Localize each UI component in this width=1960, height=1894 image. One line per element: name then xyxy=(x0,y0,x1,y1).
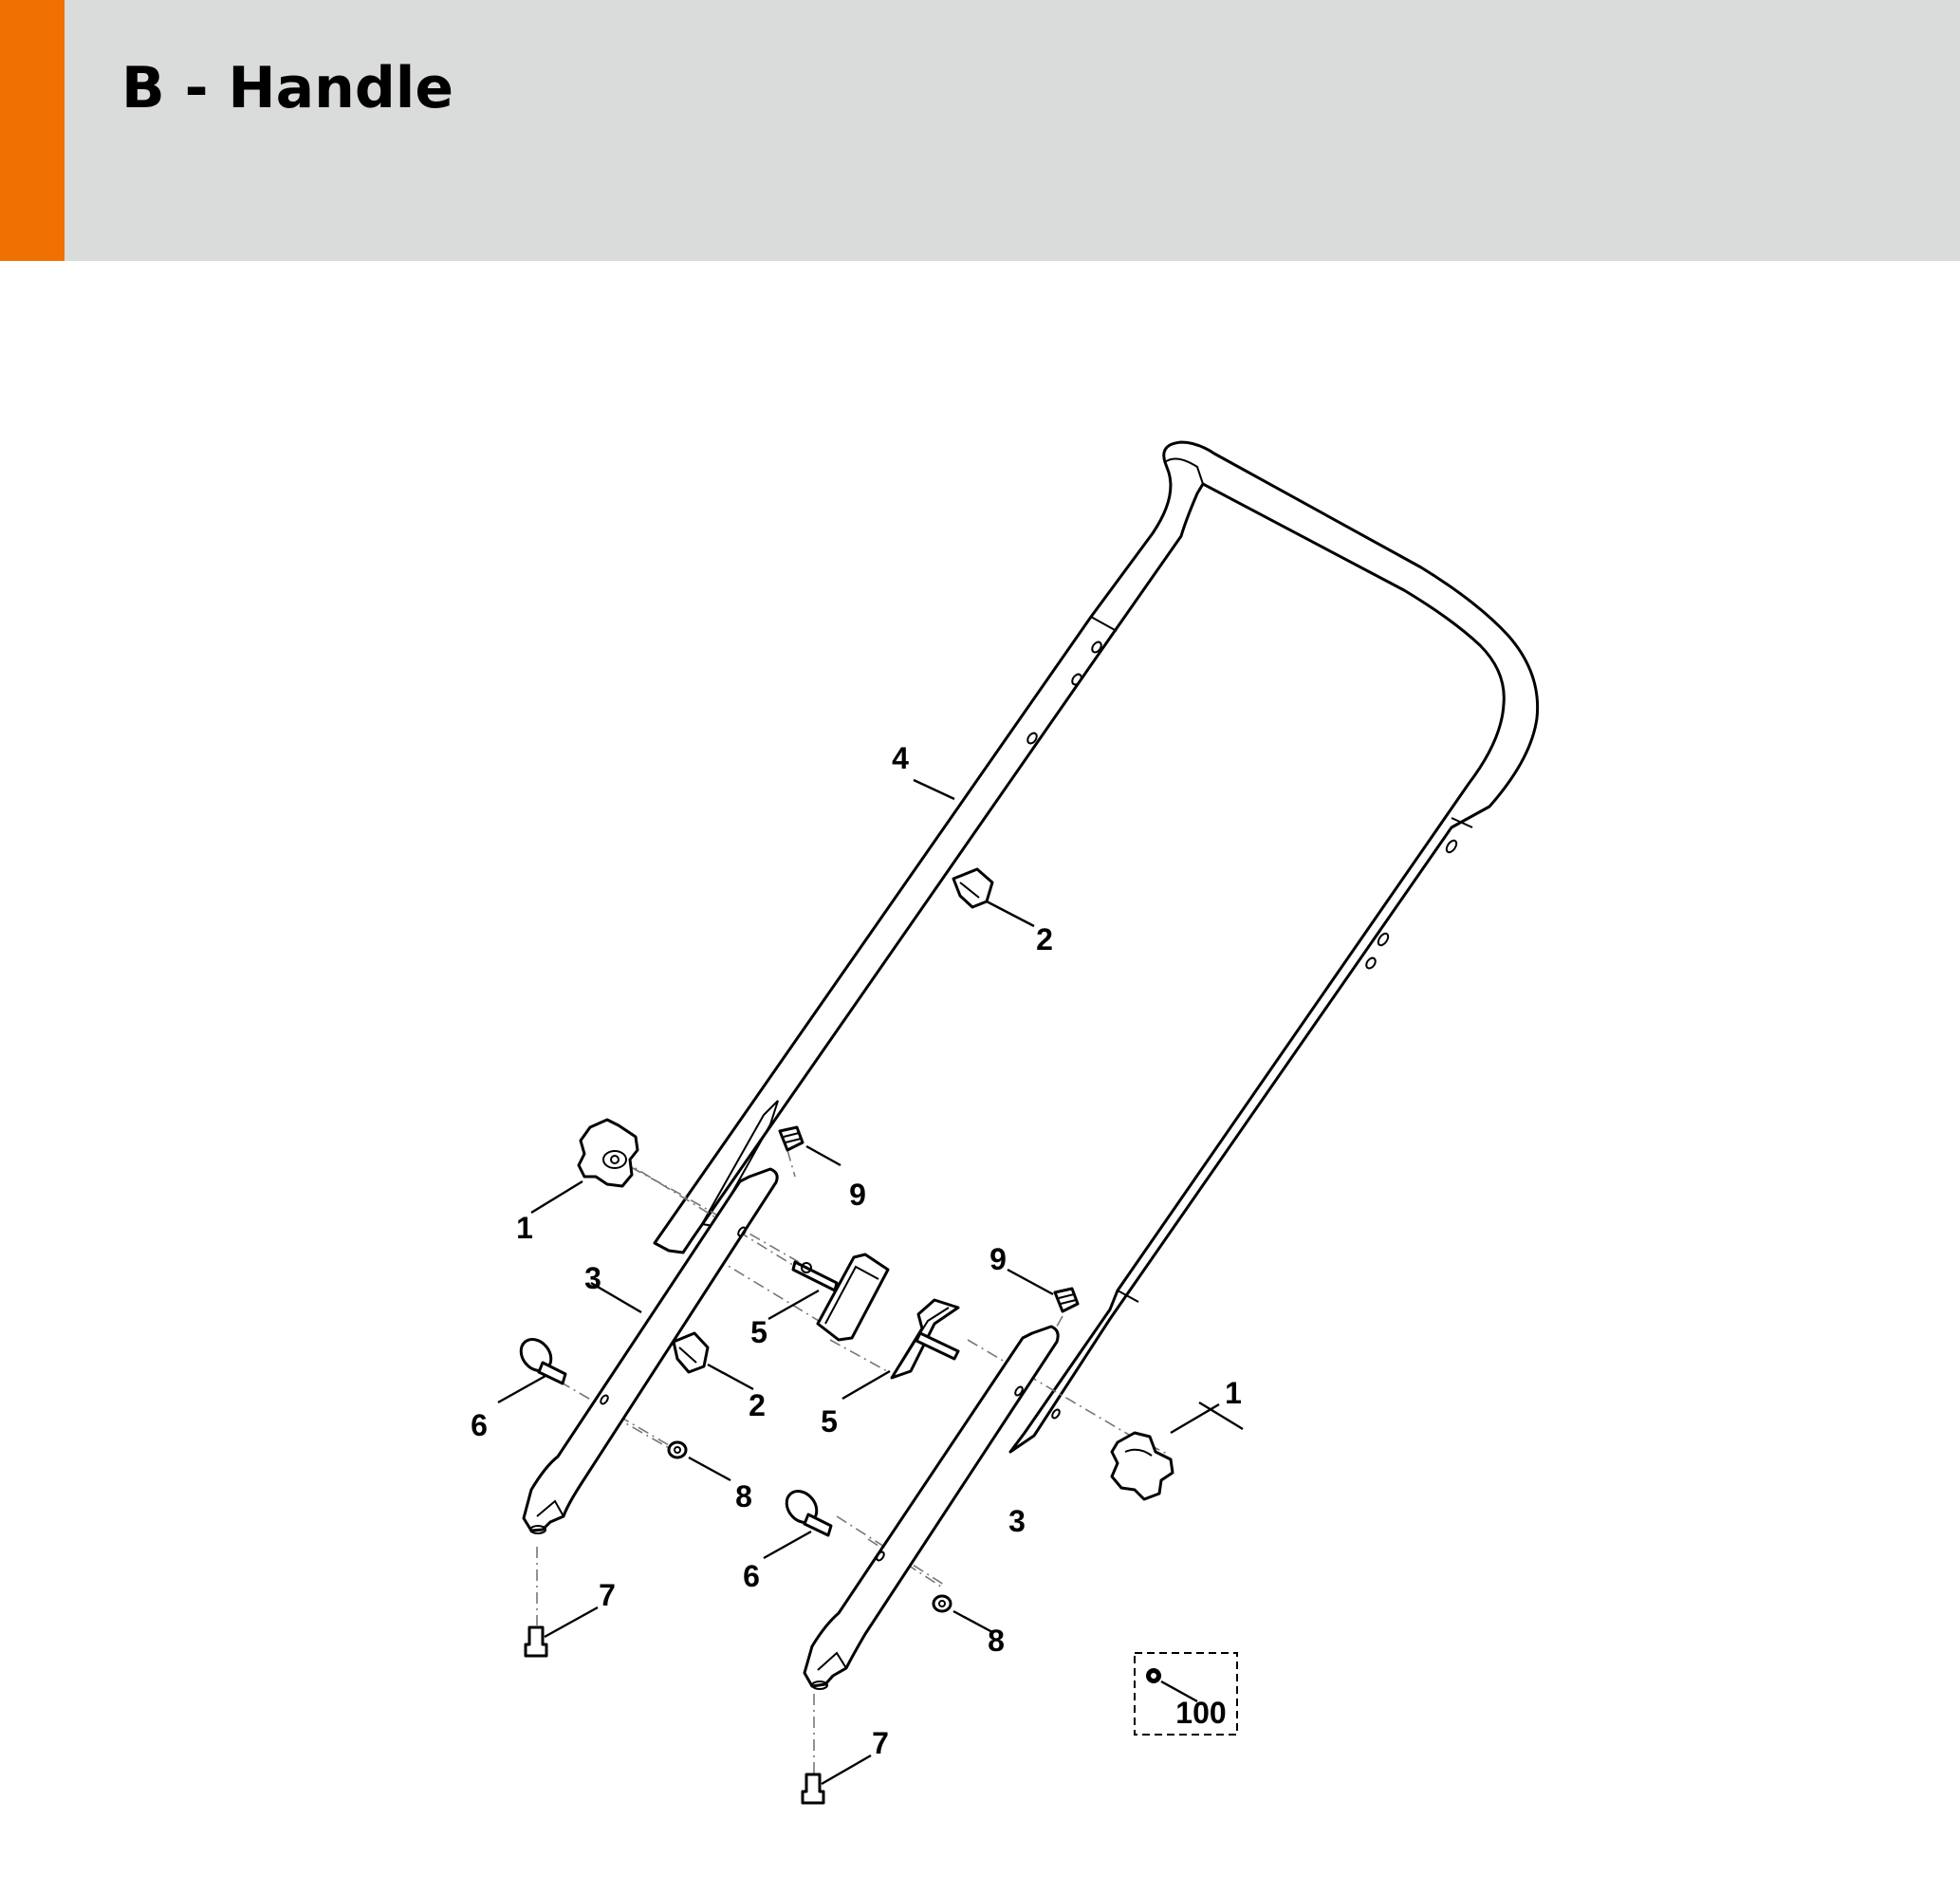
callout-2-upper: 2 xyxy=(1036,922,1053,956)
clamp-lever-right xyxy=(890,1298,960,1380)
carriage-bolt-right xyxy=(785,1490,833,1537)
cable-clip-upper xyxy=(952,867,994,909)
cable-clip-lower xyxy=(672,1331,710,1374)
callout-5-right: 5 xyxy=(821,1404,838,1439)
washer-right xyxy=(932,1594,952,1613)
kit-100-box xyxy=(1134,1652,1238,1736)
callout-3-left: 3 xyxy=(584,1261,601,1295)
callout-8-right: 8 xyxy=(988,1624,1005,1658)
callout-100: 100 xyxy=(1175,1696,1226,1730)
washer-left xyxy=(667,1440,688,1459)
callout-2-lower: 2 xyxy=(749,1388,766,1422)
clamp-lever-left xyxy=(791,1253,890,1342)
spring-insert-right xyxy=(1053,1287,1080,1313)
lower-tube-left xyxy=(522,1167,779,1534)
callout-1-left: 1 xyxy=(516,1211,533,1245)
callout-7-left: 7 xyxy=(599,1578,616,1612)
callout-labels: 1 1 2 2 3 3 4 5 5 6 6 7 7 8 8 9 9 100 xyxy=(471,741,1242,1760)
star-knob-left xyxy=(577,1118,639,1188)
page-title: B - Handle xyxy=(121,55,454,121)
carriage-bolt-left xyxy=(519,1338,567,1385)
callout-6-right: 6 xyxy=(743,1559,760,1593)
leader-lines xyxy=(497,778,1244,1786)
upper-handle-bar xyxy=(653,440,1540,1454)
callout-7-right: 7 xyxy=(872,1726,889,1760)
lower-tube-right xyxy=(803,1325,1060,1690)
callout-9-left: 9 xyxy=(849,1178,866,1212)
screw-right xyxy=(801,1773,825,1805)
star-knob-right xyxy=(1110,1431,1174,1501)
callout-5-left: 5 xyxy=(750,1315,767,1349)
callout-9-right: 9 xyxy=(989,1242,1007,1276)
callout-8-left: 8 xyxy=(735,1479,752,1513)
callout-6-left: 6 xyxy=(471,1408,488,1442)
header-accent-bar xyxy=(0,0,65,261)
screw-left xyxy=(524,1625,548,1658)
callout-1-right: 1 xyxy=(1225,1376,1242,1410)
callout-3-right: 3 xyxy=(1008,1504,1026,1538)
page-header: B - Handle xyxy=(0,0,1960,261)
spring-insert-left xyxy=(778,1125,804,1152)
callout-4: 4 xyxy=(892,741,909,775)
assembly-lines xyxy=(536,1149,1168,1774)
